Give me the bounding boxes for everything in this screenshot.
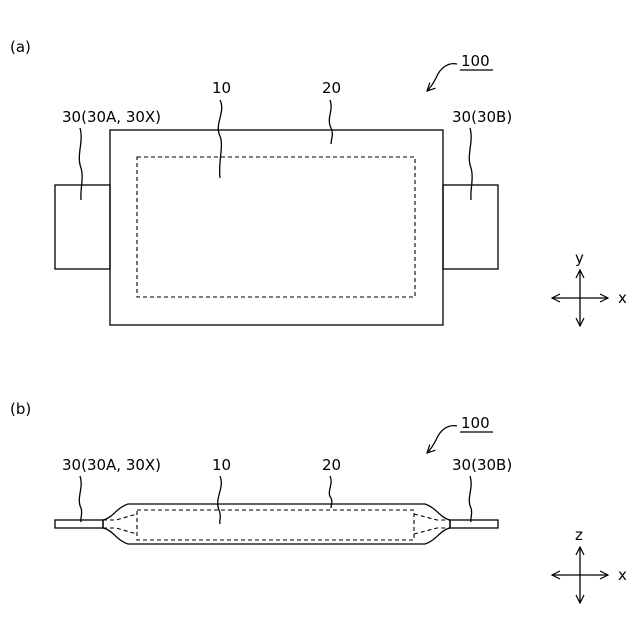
inner-lead-left-bottom-b — [103, 528, 137, 534]
label-20-a: 20 — [322, 79, 341, 97]
panel-label-a: (a) — [10, 38, 31, 56]
ref-number-b: 100 — [461, 414, 490, 432]
label-30-left-a: 30(30A, 30X) — [62, 108, 161, 126]
panel-label-b: (b) — [10, 400, 31, 418]
ref-number-a: 100 — [461, 52, 490, 70]
leader-30-left-b — [79, 476, 81, 522]
tab-left-b — [55, 520, 103, 528]
leader-30-left-a — [79, 128, 82, 200]
tab-left-a — [55, 185, 110, 269]
ref-leader-arrow-b — [427, 426, 457, 453]
electrode-assembly-a — [137, 157, 415, 297]
ref-leader-arrow-a — [427, 64, 457, 91]
axis-label-x-a: x — [618, 289, 627, 307]
electrode-assembly-b — [137, 510, 414, 540]
label-30-right-a: 30(30B) — [452, 108, 512, 126]
leader-30-right-a — [469, 128, 472, 200]
axis-label-y: y — [575, 249, 584, 267]
leader-10-b — [218, 476, 222, 524]
axis-indicator-a: y x — [552, 249, 627, 326]
axis-indicator-b: z x — [552, 526, 627, 603]
label-30-left-b: 30(30A, 30X) — [62, 456, 161, 474]
leader-20-a — [329, 100, 332, 144]
package-outline-a — [110, 130, 443, 325]
figure-b: (b) 100 10 20 30(30A, 30X) 30(30B) — [10, 400, 627, 603]
label-20-b: 20 — [322, 456, 341, 474]
axis-label-x-b: x — [618, 566, 627, 584]
figure-a: (a) 100 10 20 30(30A, 30X) 30(30B) y x — [10, 38, 627, 326]
label-30-right-b: 30(30B) — [452, 456, 512, 474]
leader-30-right-b — [469, 476, 471, 522]
leader-20-b — [329, 476, 332, 508]
label-10-a: 10 — [212, 79, 231, 97]
label-10-b: 10 — [212, 456, 231, 474]
axis-label-z: z — [575, 526, 583, 544]
leader-10-a — [218, 100, 221, 178]
tab-right-b — [450, 520, 498, 528]
inner-lead-left-top-b — [103, 514, 137, 520]
